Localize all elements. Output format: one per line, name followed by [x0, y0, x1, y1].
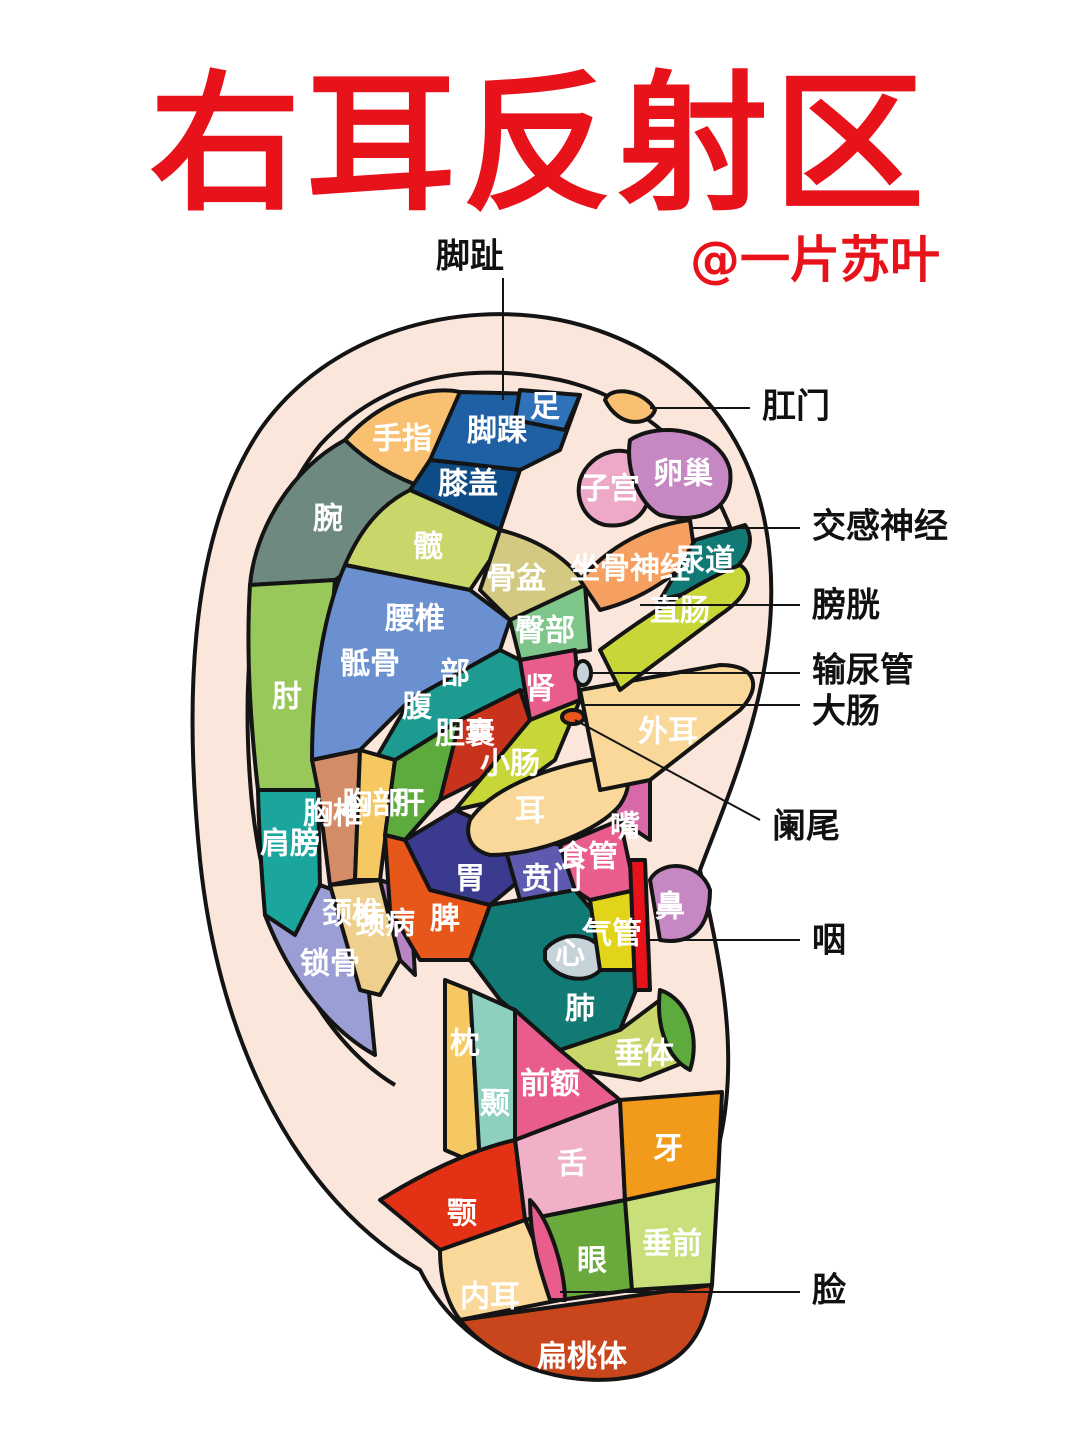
label-anterior-lobe: 垂前: [642, 1227, 702, 1262]
label-ovary: 卵巢: [653, 457, 713, 492]
label-elbow: 肘: [272, 680, 302, 715]
zone-anus: [603, 389, 657, 424]
label-shoulder: 肩膀: [260, 827, 320, 862]
callout-ureter: 输尿管: [812, 651, 914, 691]
zone-jaw: [378, 1138, 527, 1252]
label-neck: 颈病: [355, 907, 415, 942]
zone-large-intestine-marker: [560, 708, 586, 726]
callout-anus: 肛门: [762, 387, 830, 427]
callout-pharynx: 咽: [812, 921, 846, 961]
label-pelvis: 骨盆: [486, 562, 547, 597]
zone-esophagus: [558, 818, 637, 902]
label-hip: 髋: [413, 530, 443, 565]
zone-lobe-green: [657, 988, 696, 1072]
label-fingers: 手指: [372, 422, 432, 457]
label-clavicle: 锁骨: [300, 947, 360, 982]
label-pituitary: 垂体: [614, 1037, 675, 1072]
label-tongue: 舌: [557, 1147, 587, 1182]
zone-ear-center: [466, 757, 631, 857]
zone-temple: [468, 988, 517, 1167]
label-wrist: 腕: [313, 502, 343, 537]
label-ear-center: 耳: [515, 794, 545, 829]
zone-pharynx-strip: [628, 858, 652, 992]
label-knee: 膝盖: [438, 467, 498, 502]
label-lung: 肺: [565, 992, 595, 1027]
label-sacrum: 骶骨: [340, 647, 400, 682]
callout-large-intestine: 大肠: [812, 692, 880, 732]
label-sciatic: 坐骨神经: [570, 552, 690, 587]
label-esophagus: 食管: [558, 840, 618, 875]
zone-ovary: [627, 428, 733, 520]
label-spleen: 脾: [430, 902, 460, 937]
label-trachea: 气管: [582, 917, 642, 952]
leader-appendix: [574, 719, 761, 821]
label-gallbladder: 胆囊: [435, 717, 495, 752]
label-urethra: 尿道: [675, 544, 735, 579]
callout-bladder: 膀胱: [812, 586, 880, 626]
label-eye: 眼: [577, 1244, 607, 1279]
label-kidney: 肾: [525, 672, 555, 707]
zone-cheek: [528, 1198, 567, 1302]
label-uterus: 子宫: [580, 472, 640, 507]
zone-rectum: [598, 563, 751, 692]
label-heart: 心: [555, 937, 585, 972]
zone-hip: [343, 488, 502, 592]
label-stomach: 胃: [455, 862, 485, 897]
label-jaw: 颚: [447, 1197, 477, 1232]
label-nose: 鼻: [655, 890, 685, 925]
zone-sciatic: [578, 518, 697, 612]
zone-ureter-marker: [573, 659, 593, 687]
zone-liver: [383, 718, 462, 842]
label-teeth: 牙: [653, 1132, 683, 1167]
label-abdomen: 腹: [402, 690, 433, 725]
label-tonsil: 扁桃体: [537, 1340, 628, 1375]
label-forehead: 前额: [520, 1067, 580, 1102]
callout-appendix: 阑尾: [772, 807, 840, 847]
label-occiput: 枕: [450, 1027, 480, 1062]
callout-sympathetic: 交感神经: [812, 507, 948, 547]
label-small-intestine: 小肠: [480, 747, 540, 782]
label-liver: 肝: [395, 787, 425, 822]
zone-cervical: [328, 878, 402, 997]
label-inner-ear: 内耳: [460, 1280, 520, 1315]
label-buttock: 臀部: [515, 614, 575, 649]
label-temple: 颞: [479, 1087, 510, 1122]
label-abdomen-2: 部: [440, 657, 470, 692]
label-rectum: 直肠: [650, 594, 710, 629]
zone-inner-ear: [438, 1218, 562, 1322]
label-cervical: 颈椎: [322, 897, 382, 932]
label-outer-ear: 外耳: [638, 715, 698, 750]
zone-outer-ear: [578, 663, 756, 792]
label-chest: 胸部: [342, 787, 402, 822]
label-ankle: 脚踝: [467, 414, 528, 449]
page-title: 右耳反射区: [149, 58, 930, 232]
author-credit: @一片苏叶: [690, 231, 940, 289]
label-cardia: 贲门: [522, 862, 582, 897]
zone-tonsil: [458, 1283, 714, 1382]
callout-toes: 脚趾: [436, 237, 504, 277]
callout-cheek: 脸: [812, 1271, 847, 1311]
label-thoracic: 胸椎: [303, 797, 363, 832]
label-toes: 足: [530, 390, 560, 425]
label-mouth: 嘴: [610, 810, 640, 845]
zone-toes-top: [513, 388, 582, 432]
label-lumbar: 腰椎: [385, 602, 445, 637]
